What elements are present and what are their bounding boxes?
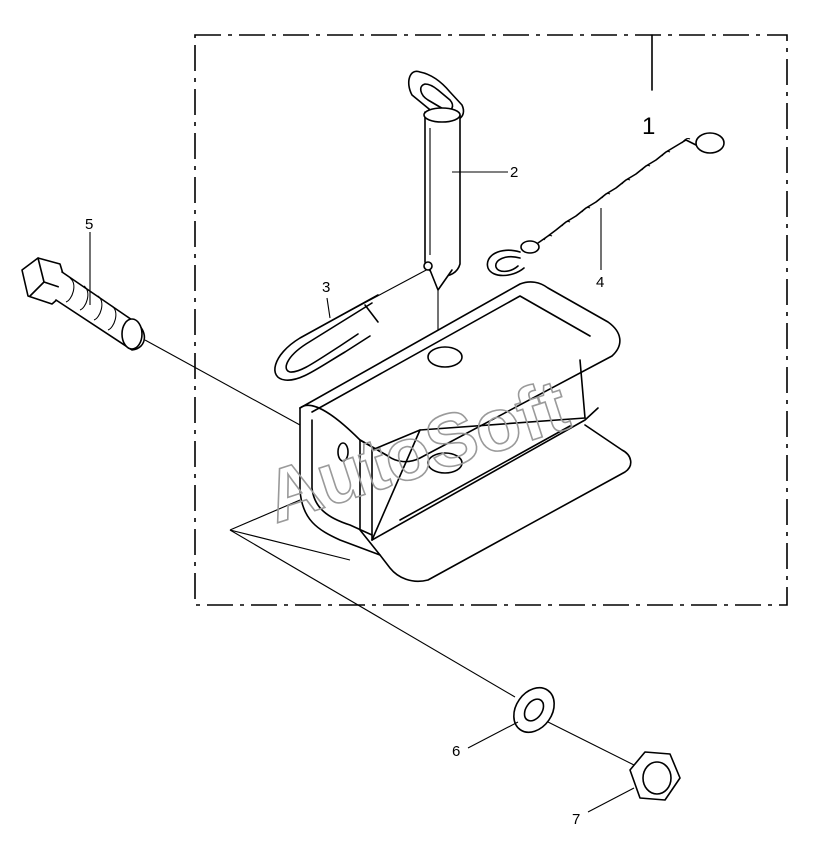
hex-bolt (21, 257, 146, 351)
assembly-boundary (194, 34, 788, 606)
callout-2: 2 (510, 164, 518, 181)
callout-7: 7 (572, 811, 580, 828)
snap-ring-chain (486, 132, 725, 277)
callout-6: 6 (452, 743, 460, 760)
callout-leaders (89, 171, 635, 813)
hitch-pin (408, 70, 465, 291)
hitch-bracket (229, 281, 632, 583)
hex-nut (629, 751, 681, 801)
hairpin-clip (274, 294, 379, 381)
callout-5: 5 (85, 216, 93, 233)
explode-lines (144, 267, 641, 769)
callout-1: 1 (642, 113, 655, 140)
callout-3: 3 (322, 279, 330, 296)
washer (513, 686, 555, 734)
callout-4: 4 (596, 274, 604, 291)
